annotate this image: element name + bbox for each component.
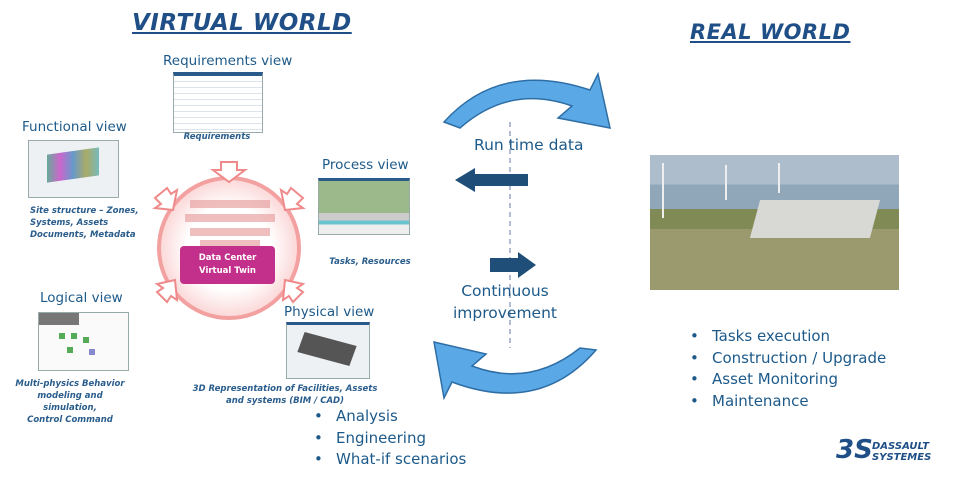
logical-view-label: Logical view	[40, 290, 123, 306]
bottom-arc-arrow-icon	[433, 341, 598, 400]
requirements-view-label: Requirements view	[163, 53, 293, 69]
run-time-data-label: Run time data	[474, 136, 584, 154]
bullet-item: Maintenance	[690, 391, 886, 413]
right-arrow-icon	[490, 252, 536, 278]
continuous-improvement-label: Continuous improvement	[440, 280, 570, 324]
caption-line: Documents, Metadata	[30, 230, 136, 240]
inward-arrow-icons	[152, 161, 306, 304]
physical-view-label: Physical view	[284, 304, 375, 320]
functional-screenshot	[28, 140, 119, 198]
requirements-caption: Requirements	[183, 132, 251, 142]
logo-line: DASSAULT	[872, 441, 930, 452]
virtual-bullets: Analysis Engineering What-if scenarios	[314, 406, 466, 471]
real-world-title: REAL WORLD	[690, 20, 851, 44]
logical-screenshot	[38, 312, 129, 371]
physical-caption: 3D Representation of Facilities, Assets …	[185, 383, 385, 407]
physical-screenshot	[286, 322, 370, 379]
3ds-logo-icon: 3S	[836, 435, 873, 465]
bullet-item: Analysis	[314, 406, 466, 428]
requirements-screenshot	[173, 72, 263, 133]
process-screenshot	[318, 178, 410, 235]
left-arrow-icon	[455, 168, 528, 192]
virtual-twin-badge: Data Center Virtual Twin	[180, 246, 275, 284]
dassault-logo: 3S DASSAULT SYSTEMES	[836, 435, 951, 471]
caption-line: 3D Representation of Facilities, Assets	[192, 384, 378, 394]
caption-line: Control Command	[27, 415, 113, 425]
caption-line: modeling and simulation,	[37, 391, 103, 413]
bullet-item: Construction / Upgrade	[690, 348, 886, 370]
twin-line: Data Center	[198, 253, 257, 263]
cycle-arrows	[433, 71, 611, 400]
bullet-item: Engineering	[314, 428, 466, 450]
process-view-label: Process view	[322, 157, 409, 173]
logical-caption: Multi-physics Behavior modeling and simu…	[10, 378, 130, 426]
top-arc-arrow-icon	[442, 71, 611, 129]
bullet-item: Asset Monitoring	[690, 369, 886, 391]
logo-line: SYSTEMES	[872, 452, 932, 463]
functional-caption: Site structure – Zones, Systems, Assets …	[30, 205, 139, 241]
data-center-photo	[650, 155, 899, 290]
caption-line: Multi-physics Behavior	[15, 379, 125, 389]
bullet-item: What-if scenarios	[314, 449, 466, 471]
virtual-world-title: VIRTUAL WORLD	[132, 10, 352, 36]
functional-view-label: Functional view	[22, 119, 127, 135]
caption-line: Systems, Assets	[30, 218, 109, 228]
twin-line: Virtual Twin	[199, 266, 256, 276]
process-caption: Tasks, Resources	[329, 257, 411, 267]
label-line: improvement	[452, 304, 557, 322]
caption-line: and systems (BIM / CAD)	[226, 396, 344, 406]
caption-line: Site structure – Zones,	[30, 206, 139, 216]
label-line: Continuous	[461, 282, 549, 300]
real-bullets: Tasks execution Construction / Upgrade A…	[690, 326, 886, 412]
bullet-item: Tasks execution	[690, 326, 886, 348]
